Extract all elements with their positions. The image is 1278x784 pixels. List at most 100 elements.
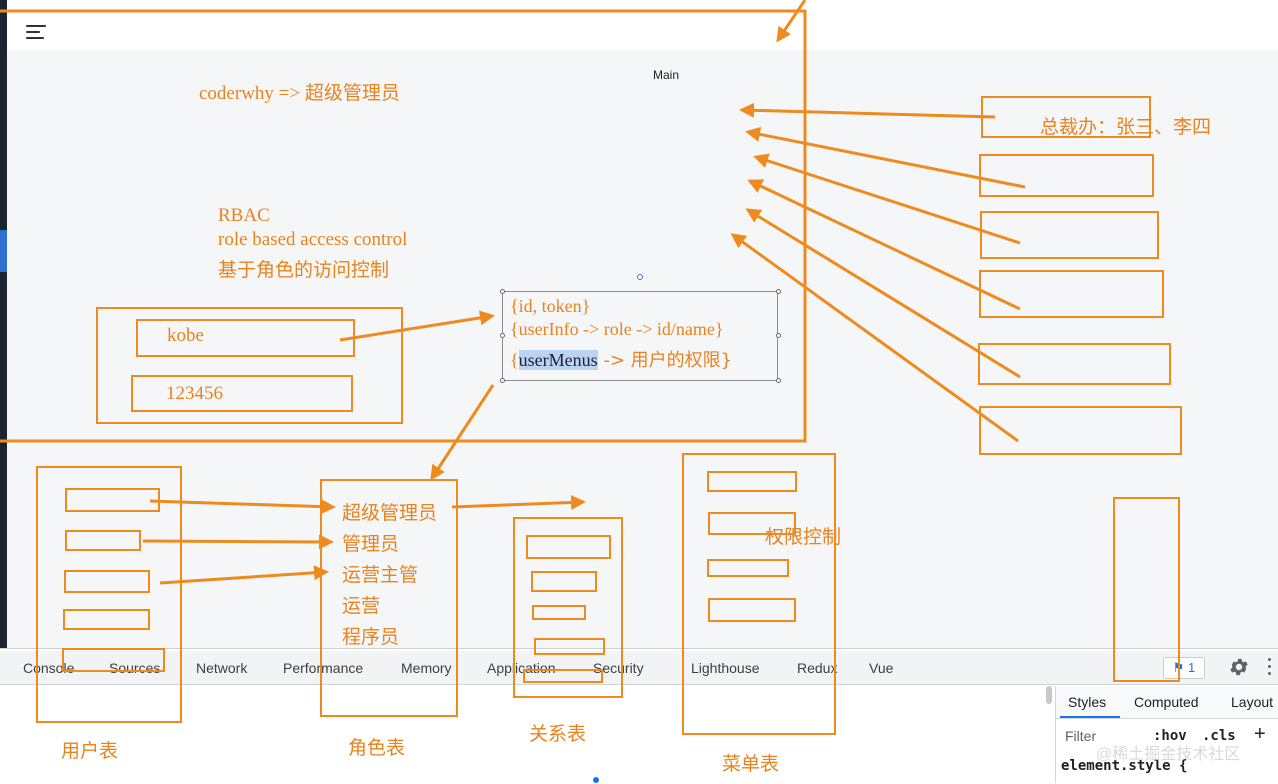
menu-box-tall: [1113, 497, 1180, 682]
role-relation-arrow: [451, 494, 586, 510]
rbac-title: RBAC: [218, 205, 270, 226]
relation-table-label: 关系表: [529, 723, 587, 745]
menu-box: [978, 343, 1171, 385]
response-line-menus: {userMenus -> 用户的权限}: [510, 346, 732, 372]
menu-box: [979, 270, 1164, 318]
user-row: [65, 488, 160, 512]
role-table-sketch: [320, 479, 458, 717]
relation-row: [534, 638, 605, 655]
new-style-rule-button[interactable]: +: [1254, 723, 1266, 745]
arrow-top: [776, 0, 807, 43]
resize-handle[interactable]: [500, 289, 505, 294]
permission-control-note: 权限控制: [765, 526, 842, 548]
login-form-sketch: [96, 307, 403, 424]
styles-tab-underline: [1060, 716, 1120, 718]
main-page-label: Main: [653, 68, 680, 82]
relation-row: [526, 535, 611, 559]
menu-row: [708, 512, 796, 535]
styles-pane-tabs: [1055, 686, 1278, 719]
role-ops: 运营: [342, 595, 381, 617]
devtools-tab-sources[interactable]: Sources: [109, 660, 161, 676]
role-table-label: 角色表: [348, 737, 406, 759]
computed-tab[interactable]: Computed: [1134, 694, 1199, 710]
selected-text-usermenus: userMenus: [518, 350, 598, 370]
menu-row: [708, 598, 796, 622]
resize-handle[interactable]: [776, 333, 781, 338]
devtools-tab-lighthouse[interactable]: Lighthouse: [691, 660, 760, 676]
menu-row: [707, 471, 797, 492]
relation-table-sketch: [513, 517, 623, 698]
response-line-userinfo: {userInfo -> role -> id/name}: [510, 319, 724, 339]
relation-row: [531, 571, 597, 592]
username-field[interactable]: [136, 319, 355, 357]
menus-open-brace: {: [510, 350, 519, 370]
ceo-office-note: 总裁办：张三、李四: [1040, 116, 1212, 138]
issues-count: 1: [1188, 660, 1196, 675]
user-table-sketch: [36, 466, 182, 723]
settings-gear-icon[interactable]: [1228, 656, 1250, 678]
app-sidebar-edge: [0, 0, 7, 648]
user-row: [64, 570, 150, 593]
menu-box: [979, 406, 1182, 455]
sidebar-active-indicator: [0, 230, 7, 272]
screen-frame: [0, 9, 807, 443]
more-options-icon[interactable]: [1268, 658, 1274, 678]
devtools-tab-application[interactable]: Application: [487, 660, 556, 676]
devtools-tab-performance[interactable]: Performance: [283, 660, 364, 676]
rbac-full-name: role based access control: [218, 229, 408, 250]
resize-handle-dot: [593, 777, 599, 783]
user-row: [65, 530, 141, 551]
menu-toggle-icon[interactable]: [26, 25, 46, 39]
menu-table-sketch: [682, 453, 836, 735]
element-style-row: [1055, 753, 1278, 783]
styles-tab[interactable]: Styles: [1068, 694, 1107, 710]
devtools-tab-security[interactable]: Security: [593, 660, 644, 676]
styles-filter-row: [1055, 719, 1278, 753]
rotate-handle[interactable]: [637, 274, 643, 280]
rbac-chinese: 基于角色的访问控制: [218, 259, 390, 281]
main-content-area: [7, 50, 1278, 648]
styles-filter-input[interactable]: Filter: [1065, 728, 1097, 744]
devtools-tab-memory[interactable]: Memory: [401, 660, 452, 676]
menu-arrows: [730, 102, 1026, 443]
app-header: [7, 12, 1278, 50]
password-value: 123456: [166, 383, 223, 404]
token-to-role-arrow: [430, 384, 495, 481]
user-row: [62, 648, 165, 672]
password-field[interactable]: [131, 375, 353, 412]
relation-row: [532, 605, 586, 620]
response-line-token: {id, token}: [510, 296, 591, 316]
menu-box: [981, 96, 1151, 138]
login-arrow: [339, 310, 495, 342]
resize-handle[interactable]: [776, 378, 781, 383]
role-super-admin: 超级管理员: [342, 502, 438, 524]
role-programmer: 程序员: [342, 626, 400, 648]
user-table-label: 用户表: [61, 740, 119, 762]
watermark-text: @稀土掘金技术社区: [1096, 746, 1241, 763]
devtools-tab-console[interactable]: Console: [23, 660, 75, 676]
devtools-tab-redux[interactable]: Redux: [797, 660, 838, 676]
resize-handle[interactable]: [500, 378, 505, 383]
menu-table-label: 菜单表: [722, 753, 780, 775]
username-value: kobe: [167, 325, 204, 346]
menu-box: [979, 154, 1154, 197]
layout-tab[interactable]: Layout: [1231, 694, 1274, 710]
devtools-scrollbar[interactable]: [1046, 686, 1052, 704]
devtools-tab-network[interactable]: Network: [196, 660, 248, 676]
menu-row: [707, 559, 789, 577]
role-admin: 管理员: [342, 533, 400, 555]
user-role-note: coderwhy => 超级管理员: [199, 83, 400, 104]
menus-rest: -> 用户的权限}: [597, 350, 733, 371]
devtools-tab-bar: [0, 651, 1278, 685]
devtools-tab-vue[interactable]: Vue: [869, 660, 894, 676]
relation-row: [523, 669, 603, 683]
element-style-rule: element.style {: [1061, 758, 1188, 774]
menu-box: [980, 211, 1159, 259]
role-ops-lead: 运营主管: [342, 564, 419, 586]
user-row: [63, 609, 150, 630]
resize-handle[interactable]: [500, 333, 505, 338]
resize-handle[interactable]: [776, 289, 781, 294]
class-toggle[interactable]: .cls: [1202, 728, 1236, 744]
hover-state-toggle[interactable]: :hov: [1153, 728, 1187, 744]
